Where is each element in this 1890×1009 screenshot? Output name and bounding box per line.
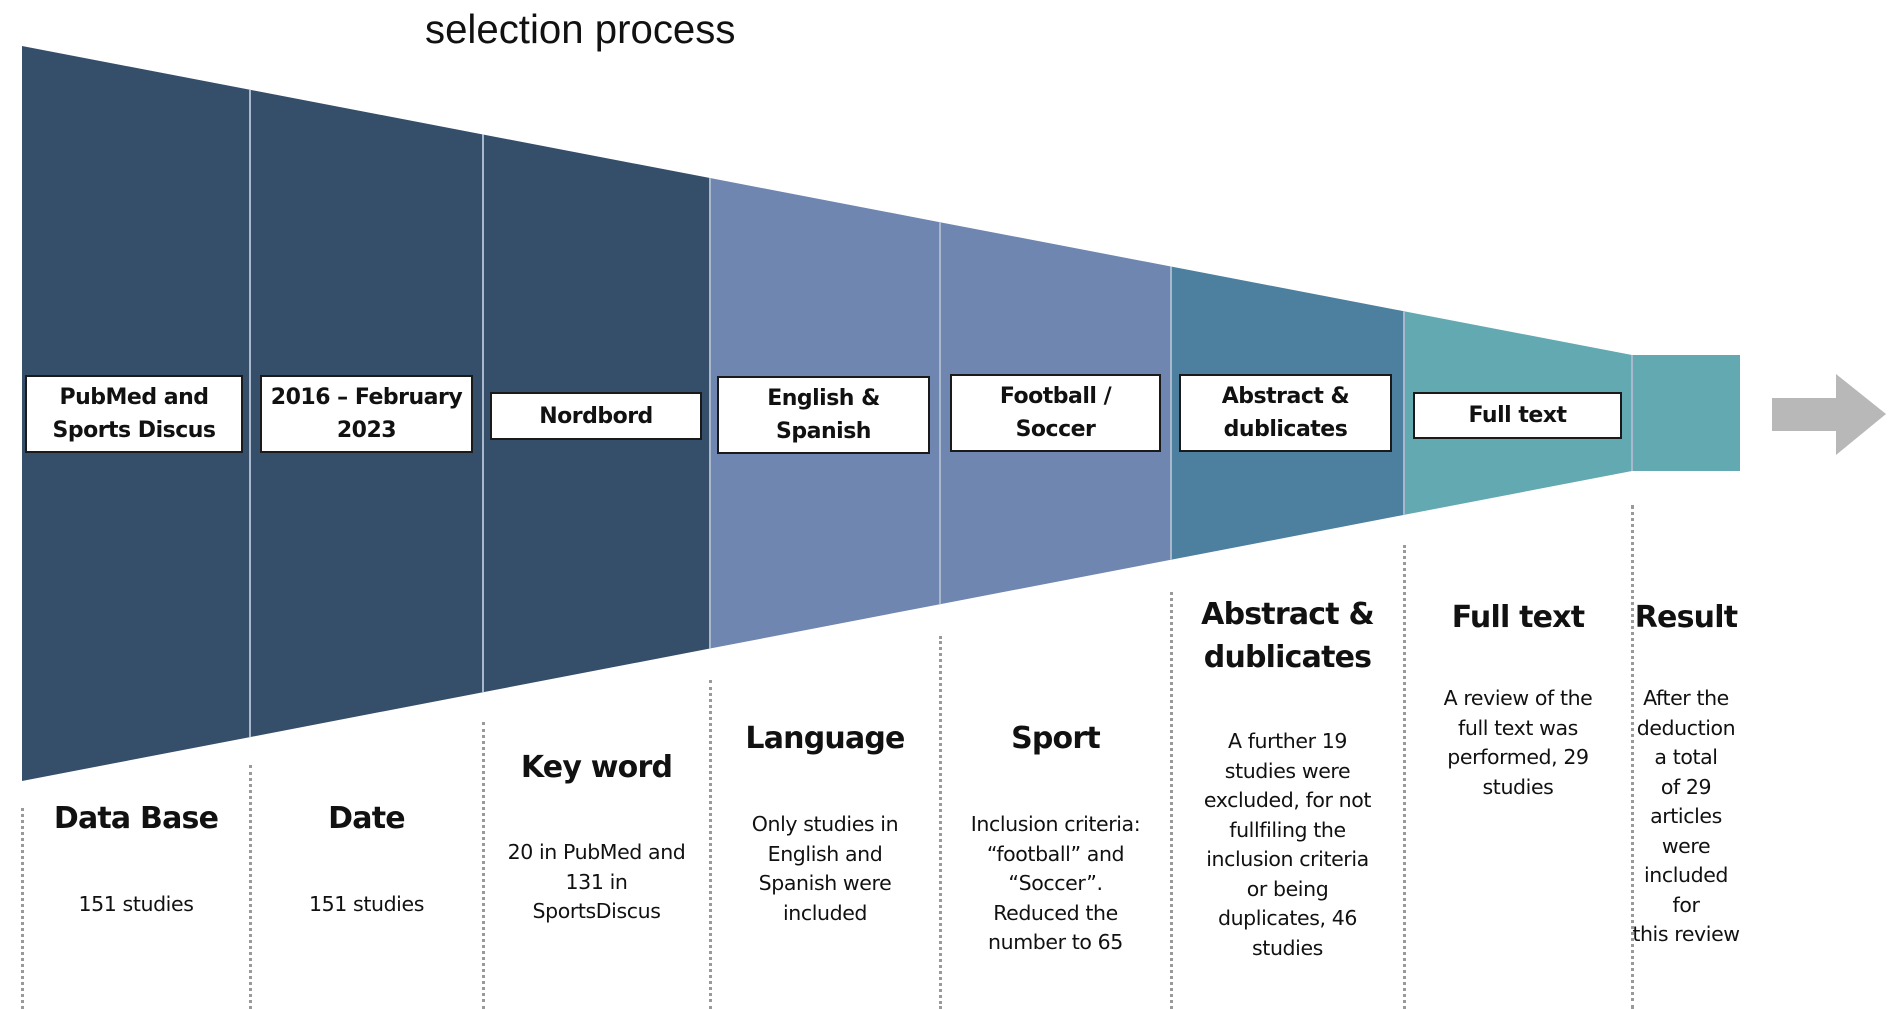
stage-description-line: fullfiling the	[1229, 817, 1346, 842]
dotted-separator	[1631, 505, 1634, 1009]
stage-description-line: “Soccer”.	[1008, 871, 1103, 895]
stage-description-line: deduction a total	[1636, 715, 1736, 770]
stage-description: 151 studies	[250, 890, 483, 920]
stage-heading-line: Abstract &	[1201, 597, 1374, 632]
stage-heading: Key word	[483, 746, 710, 789]
stage-label-line: Full text	[1468, 403, 1567, 428]
stage-description: A further 19 studies were excluded, for no…	[1171, 727, 1404, 963]
stage-description-line: 20 in PubMed and	[507, 840, 686, 864]
dotted-separator	[482, 722, 485, 1009]
diagram-title: selection process	[425, 6, 736, 52]
stage-label-box: Abstract & dublicates	[1179, 374, 1392, 452]
stage-description-line: this review	[1632, 922, 1740, 946]
stage-heading: Full text	[1404, 596, 1632, 639]
stage-heading: Result	[1632, 596, 1740, 639]
stage-description-line: or being	[1246, 876, 1329, 901]
stage-label-line: 2016 – February	[270, 385, 463, 410]
dotted-separator	[1170, 592, 1173, 1009]
stage-description-line: After the	[1643, 686, 1729, 710]
stage-description-line: “football” and	[986, 841, 1125, 866]
stage-description-line: were included for	[1643, 833, 1729, 917]
stage-description-line: SportsDiscus	[532, 899, 661, 923]
dotted-separator	[939, 636, 942, 1009]
stage-label-box: English & Spanish	[717, 376, 930, 454]
stage-label-box: 2016 – February 2023	[260, 375, 473, 453]
stage-description-line: Spanish were	[758, 871, 892, 895]
stage-heading: Date	[250, 797, 483, 840]
stage-heading-line: Date	[328, 801, 405, 836]
stage-heading: Sport	[940, 717, 1171, 760]
stage-description-line: Reduced the	[993, 900, 1118, 925]
stage-heading-line: Data Base	[53, 801, 219, 836]
stage-heading-line: Language	[745, 721, 905, 756]
stage-description-line: inclusion criteria	[1206, 847, 1369, 871]
stage-description-line: performed, 29	[1447, 745, 1589, 769]
stage-description: Inclusion criteria: “football” and “Soccer…	[940, 810, 1171, 958]
stage-description: A review of the full text was performed, 2…	[1404, 684, 1632, 802]
stage-heading: Abstract & dublicates	[1171, 593, 1404, 679]
stage-label-line: Football /	[999, 384, 1112, 409]
stage-heading-line: Key word	[520, 750, 673, 785]
stage-description-line: studies	[1482, 774, 1554, 799]
stage-label-box: Football / Soccer	[950, 374, 1161, 452]
stage-description-line: Inclusion criteria:	[970, 812, 1141, 836]
stage-heading-line: dublicates	[1203, 640, 1372, 675]
dotted-separator	[249, 765, 252, 1009]
stage-heading: Data Base	[22, 797, 250, 840]
funnel-segment	[1632, 355, 1740, 471]
stage-heading-line: Result	[1634, 600, 1738, 635]
stage-label-box: Full text	[1413, 392, 1622, 439]
stage-label-line: Spanish	[776, 419, 871, 444]
dotted-separator	[709, 680, 712, 1009]
stage-label-line: 2023	[336, 418, 397, 443]
dotted-separator	[21, 808, 24, 1009]
stage-label-box: Nordbord	[490, 392, 702, 440]
stage-heading: Language	[710, 717, 940, 760]
stage-description-line: studies	[1252, 935, 1323, 960]
stage-description-line: A further 19	[1227, 729, 1348, 753]
stage-description-line: studies were	[1224, 758, 1351, 783]
stage-label-line: Nordbord	[539, 403, 653, 429]
stage-label-line: PubMed and	[59, 385, 209, 410]
stage-description-line: excluded, for not	[1203, 788, 1372, 812]
stage-description-line: included	[782, 900, 868, 925]
stage-heading-line: Sport	[1011, 721, 1101, 756]
right-arrow-icon	[1772, 374, 1886, 455]
stage-description-line: 151 studies	[78, 892, 194, 916]
stage-label-line: Sports Discus	[52, 418, 216, 443]
stage-label-line: Abstract &	[1221, 384, 1350, 409]
stage-description-line: 151 studies	[309, 892, 424, 916]
stage-description: 151 studies	[22, 890, 250, 920]
stage-description-line: English and	[767, 841, 883, 866]
stage-description-line: A review of the	[1443, 686, 1593, 710]
dotted-separator	[1403, 545, 1406, 1009]
stage-heading-line: Full text	[1451, 600, 1585, 635]
stage-description-line: Only studies in	[751, 812, 899, 836]
stage-description: 20 in PubMed and 131 in SportsDiscus	[483, 838, 710, 927]
stage-description-line: duplicates, 46	[1217, 906, 1358, 930]
stage-label-line: dublicates	[1223, 417, 1348, 442]
stage-label-line: English &	[767, 386, 880, 411]
stage-description-line: 131 in	[565, 869, 628, 894]
stage-description-line: number to 65	[988, 930, 1123, 954]
stage-description-line: of 29 articles	[1650, 774, 1722, 829]
stage-description-line: full text was	[1458, 715, 1578, 740]
stage-label-line: Soccer	[1015, 417, 1096, 442]
